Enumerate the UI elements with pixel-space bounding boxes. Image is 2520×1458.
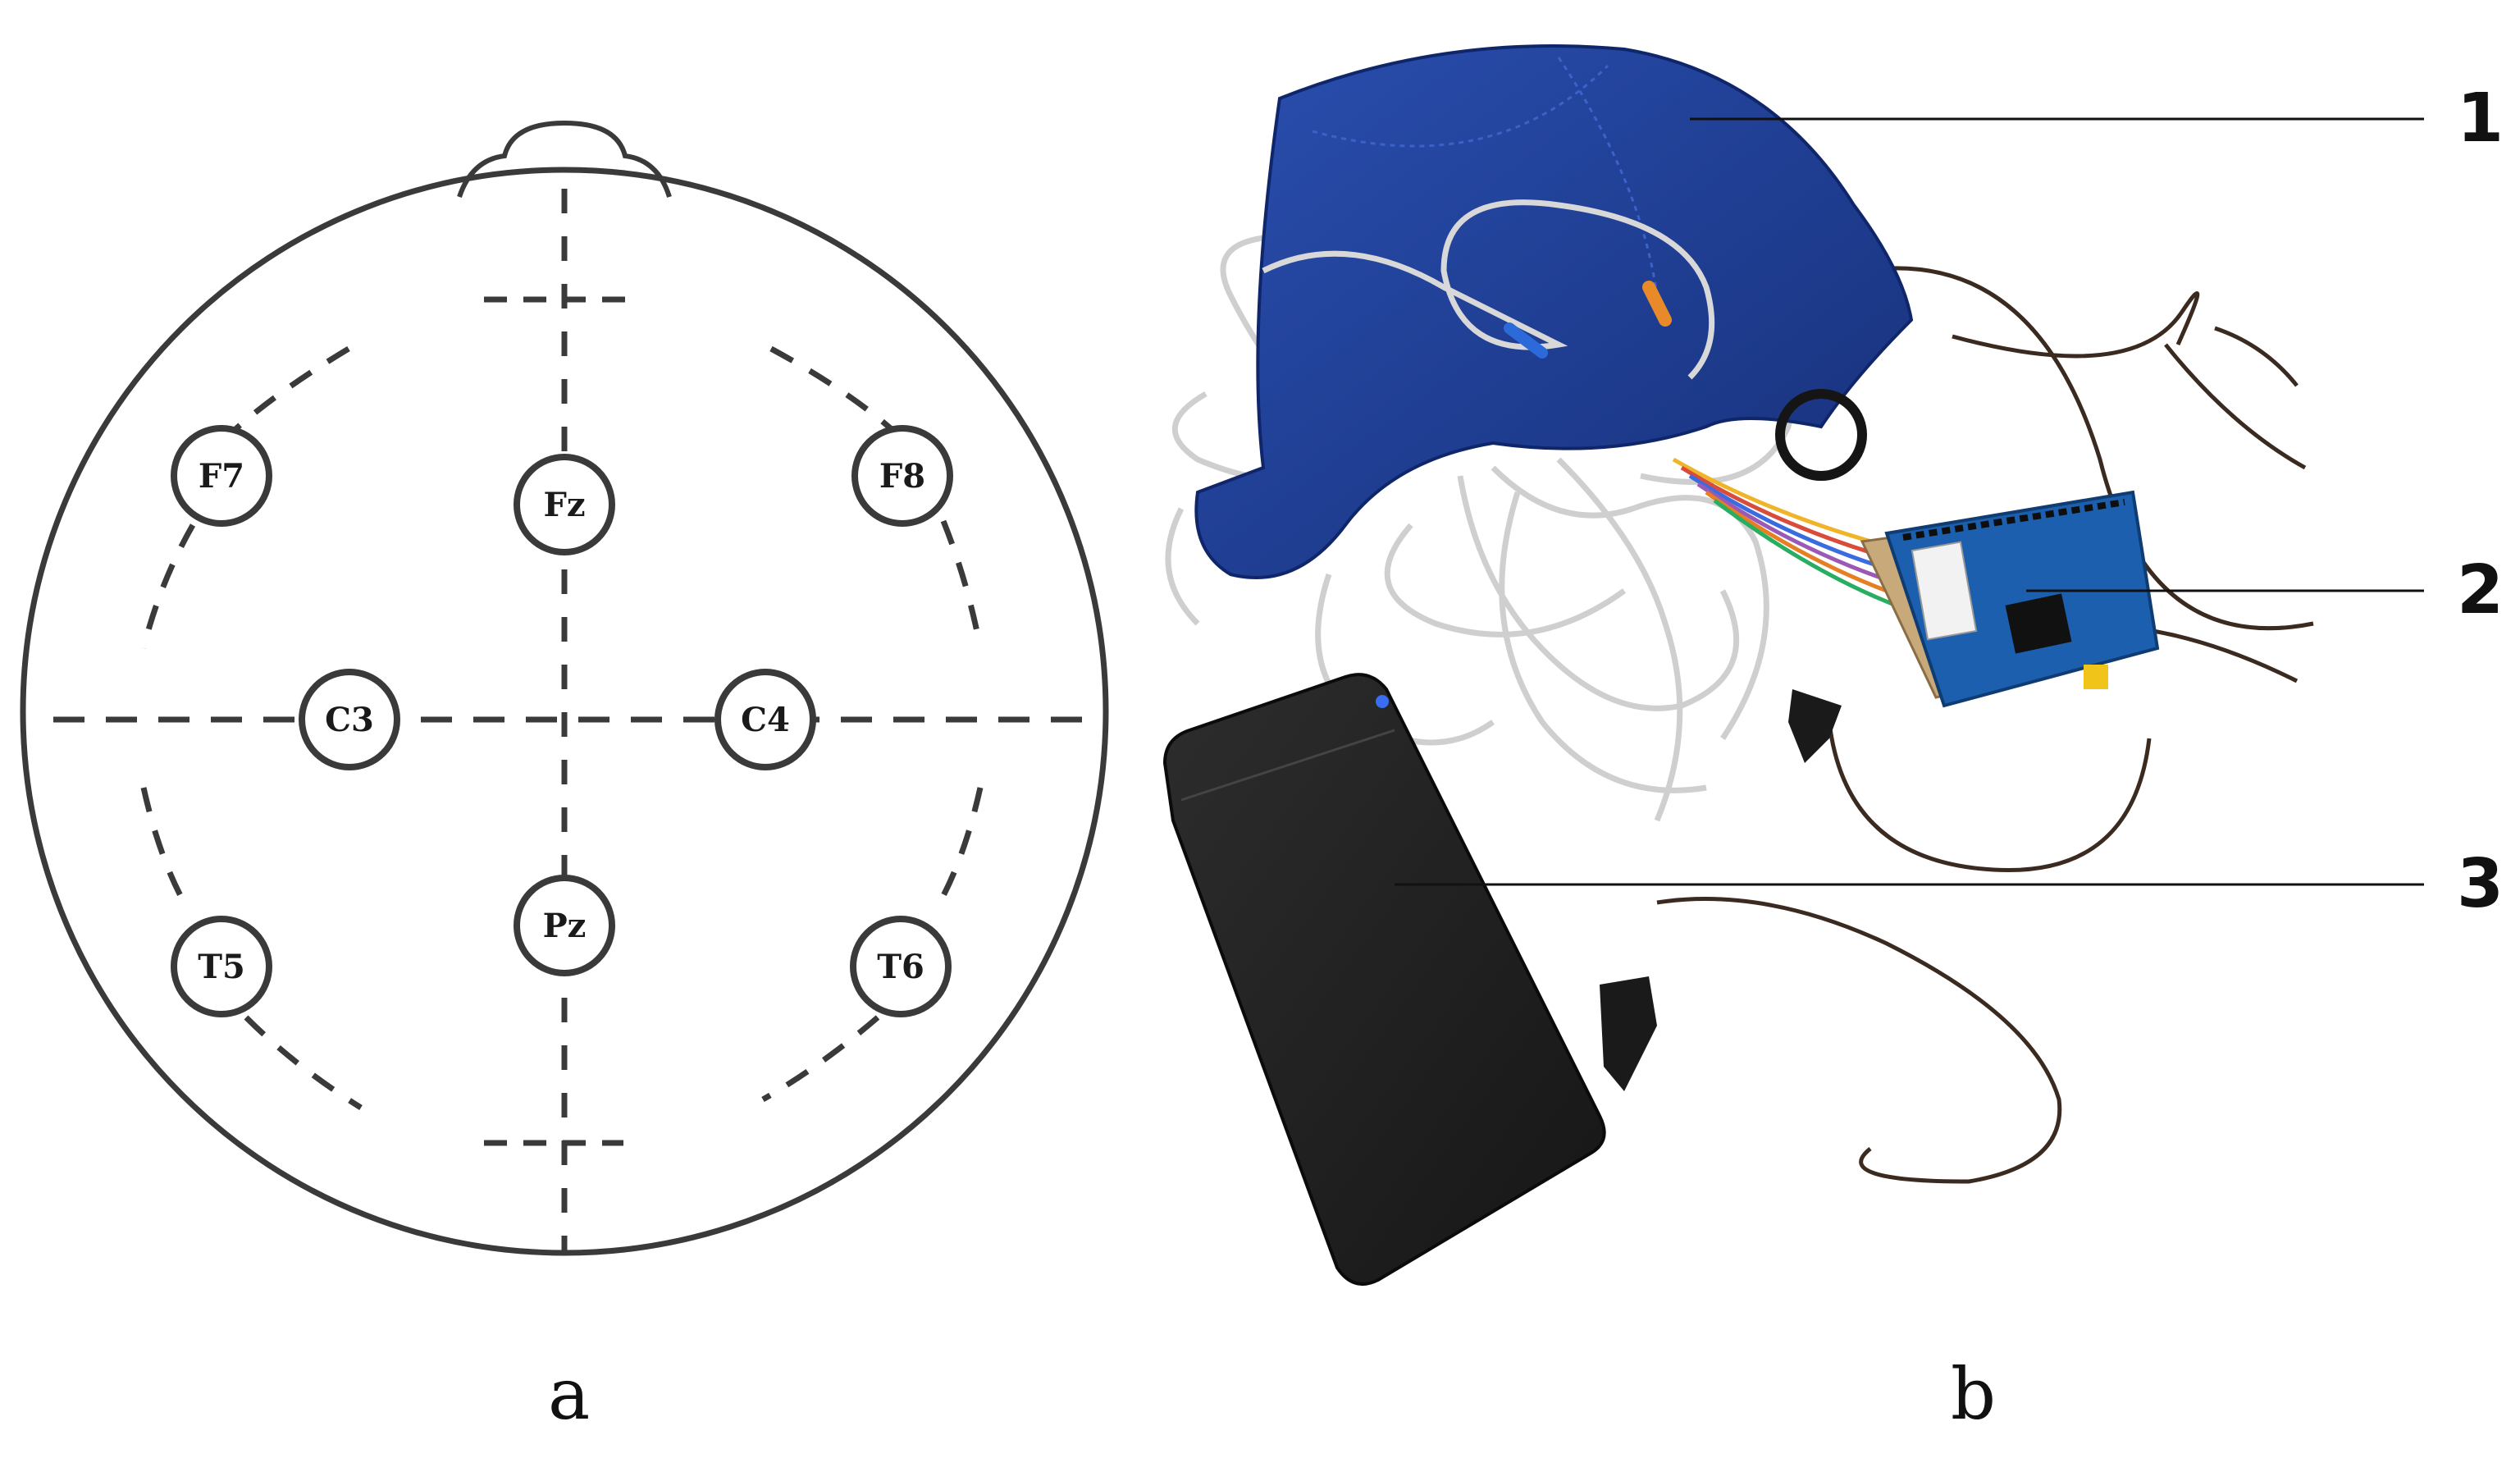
dashed-arc-right-upper	[769, 345, 921, 458]
callout-number: 2	[2457, 551, 2504, 629]
electrode-label: T6	[877, 948, 924, 986]
electrode-label: F7	[199, 457, 244, 496]
electrode-C3: C3	[299, 669, 400, 770]
electrode-T5: T5	[171, 916, 272, 1017]
electrode-markers: F7 Fz F8 C3 C4 T5 Pz T6	[171, 425, 953, 1017]
electrode-F8: F8	[851, 425, 953, 527]
device-photo	[1162, 44, 2314, 1286]
callout-2: 2	[2026, 551, 2504, 629]
ear-clip	[1600, 689, 1842, 1091]
electrode-Fz: Fz	[514, 454, 615, 555]
electrode-label: Fz	[543, 486, 585, 524]
head-diagram	[20, 120, 1109, 1256]
electrode-lead-orange	[1642, 281, 1672, 327]
dashed-arc-left-bottom	[244, 1015, 363, 1110]
electrode-T6: T6	[850, 916, 952, 1017]
callout-3: 3	[1395, 845, 2504, 923]
dashed-arc-right-lower	[932, 787, 984, 912]
callout-1: 1	[1690, 80, 2504, 158]
dashed-arc-left-upper	[194, 345, 350, 470]
electrode-lead-blue	[1504, 322, 1548, 359]
electrode-label: C3	[325, 701, 374, 739]
electrode-label: T5	[198, 948, 245, 986]
electrode-label: Pz	[543, 907, 587, 945]
callout-number: 1	[2457, 80, 2504, 158]
panel-label-b: b	[1951, 1354, 1997, 1436]
callout-number: 3	[2457, 845, 2504, 923]
dashed-arc-left-mid	[140, 523, 196, 649]
panel-label-a: a	[548, 1354, 591, 1436]
cap-seam	[1312, 64, 1609, 148]
cap-strap-ring	[1775, 389, 1867, 481]
cap-seam	[1557, 57, 1659, 296]
dashed-arc-right-bottom	[761, 1015, 880, 1103]
dashed-arc-right-mid	[940, 519, 984, 649]
controller-board	[1860, 490, 2160, 708]
power-bank	[1162, 673, 1606, 1286]
eeg-cap	[1194, 44, 1914, 579]
dashed-arc-left-lower	[140, 787, 192, 912]
head-outline	[20, 167, 1109, 1256]
electrode-F7: F7	[171, 425, 272, 527]
cap-wire-loop	[1262, 199, 1715, 380]
nose-bump	[457, 120, 672, 198]
electrode-label: F8	[879, 457, 925, 496]
electrode-C4: C4	[714, 669, 816, 770]
electrode-label: C4	[741, 701, 790, 739]
electrode-Pz: Pz	[514, 875, 615, 976]
